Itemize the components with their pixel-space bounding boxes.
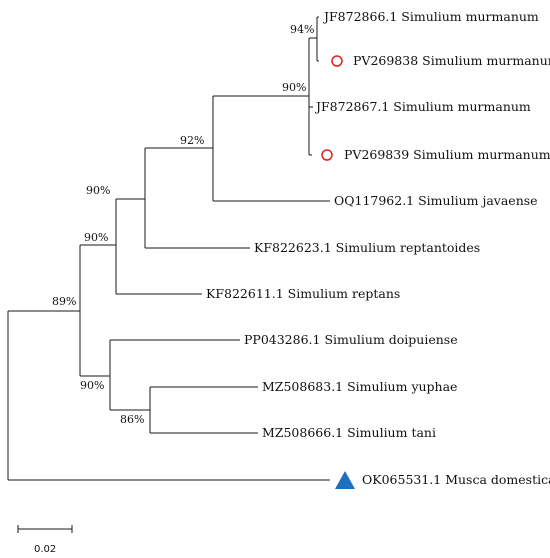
taxon-label: JF872867.1 Simulium murmanum — [314, 99, 531, 114]
taxon-labels: JF872866.1 Simulium murmanum PV269838 Si… — [206, 9, 550, 487]
circle-marker-pv269839 — [321, 149, 333, 161]
taxon-label: PV269838 Simulium murmanum — [353, 53, 550, 68]
support-value: 92% — [180, 134, 204, 147]
taxon-label: KF822623.1 Simulium reptantoides — [254, 240, 480, 255]
support-value: 90% — [84, 231, 108, 244]
taxon-label: PV269839 Simulium murmanum — [344, 147, 550, 162]
tree-markers — [321, 55, 355, 489]
taxon-label: JF872866.1 Simulium murmanum — [322, 9, 539, 24]
triangle-marker-musca — [335, 471, 355, 489]
support-value: 86% — [120, 413, 144, 426]
taxon-label: OK065531.1 Musca domestica — [362, 472, 550, 487]
scale-bar-label: 0.02 — [34, 544, 56, 555]
support-value: 90% — [80, 379, 104, 392]
taxon-label: PP043286.1 Simulium doipuiense — [244, 332, 458, 347]
support-value: 90% — [282, 81, 306, 94]
taxon-label: OQ117962.1 Simulium javaense — [334, 193, 538, 208]
support-value: 89% — [52, 295, 76, 308]
taxon-label: KF822611.1 Simulium reptans — [206, 286, 400, 301]
taxon-label: MZ508666.1 Simulium tani — [262, 425, 436, 440]
tree-branches — [7, 16, 330, 481]
support-value: 90% — [86, 184, 110, 197]
circle-marker-pv269838 — [331, 55, 343, 67]
support-values: 94% 90% 92% 90% 90% 89% 90% 86% — [52, 23, 314, 426]
support-value: 94% — [290, 23, 314, 36]
scale-bar: 0.02 — [17, 525, 73, 555]
taxon-label: MZ508683.1 Simulium yuphae — [262, 379, 457, 394]
